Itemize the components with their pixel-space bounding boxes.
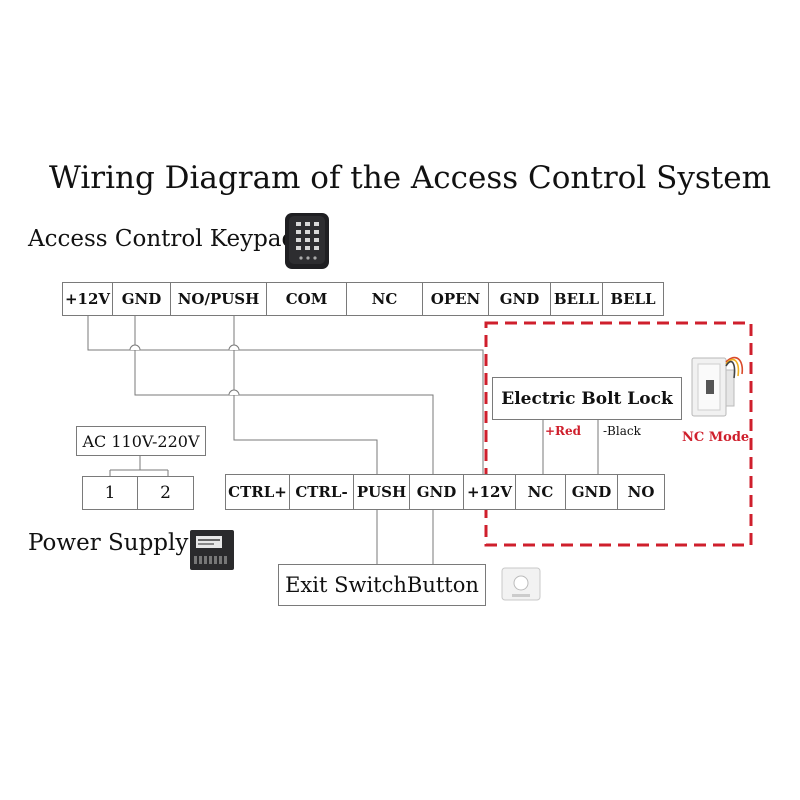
exit-button-device-icon: [500, 566, 542, 608]
exit-switch-button-label: Exit SwitchButton: [278, 564, 486, 606]
keypad-label: Access Control Keypad: [28, 226, 297, 252]
bolt-lock-label: Electric Bolt Lock: [492, 377, 682, 420]
ac-terminal: 1: [83, 477, 138, 509]
keypad-terminal: +12V: [63, 283, 113, 315]
black-wire-label: -Black: [603, 424, 641, 438]
keypad-terminal: NO/PUSH: [171, 283, 267, 315]
nc-mode-label: NC Mode: [682, 430, 750, 445]
keypad-terminal: OPEN: [423, 283, 489, 315]
keypad-terminal: BELL: [610, 290, 656, 308]
ac-terminal-block: 1 2: [82, 476, 194, 510]
ac-terminal: 2: [160, 483, 171, 503]
keypad-terminal: BELL: [551, 283, 603, 315]
keypad-terminal: NC: [347, 283, 423, 315]
power-supply-label: Power Supply: [28, 530, 189, 556]
wire-gnd: [134, 316, 434, 474]
wire-12v: [87, 316, 484, 474]
red-wire-label: +Red: [545, 424, 582, 438]
wire-push: [233, 316, 378, 474]
power-supply-terminal: +12V: [464, 475, 516, 509]
ac-input-label: AC 110V-220V: [76, 426, 206, 456]
keypad-device-icon: [284, 212, 332, 276]
power-supply-terminal: CTRL+: [226, 475, 290, 509]
keypad-terminal-block: +12V GND NO/PUSH COM NC OPEN GND BELL BE…: [62, 282, 664, 316]
power-supply-terminal: NO: [627, 483, 655, 501]
diagram-title: Wiring Diagram of the Access Control Sys…: [49, 160, 771, 196]
power-supply-terminal: PUSH: [354, 475, 410, 509]
power-supply-device-icon: [188, 526, 238, 578]
power-supply-terminal-block: CTRL+ CTRL- PUSH GND +12V NC GND NO: [225, 474, 665, 510]
keypad-terminal: GND: [113, 283, 171, 315]
nc-highlight-box: [484, 321, 753, 547]
keypad-terminal: COM: [267, 283, 347, 315]
bolt-lock-device-icon: [688, 350, 748, 426]
keypad-terminal: GND: [489, 283, 551, 315]
power-supply-terminal: CTRL-: [290, 475, 354, 509]
power-supply-terminal: NC: [516, 475, 566, 509]
wire-ac: [109, 455, 169, 476]
power-supply-terminal: GND: [566, 475, 618, 509]
power-supply-terminal: GND: [410, 475, 464, 509]
